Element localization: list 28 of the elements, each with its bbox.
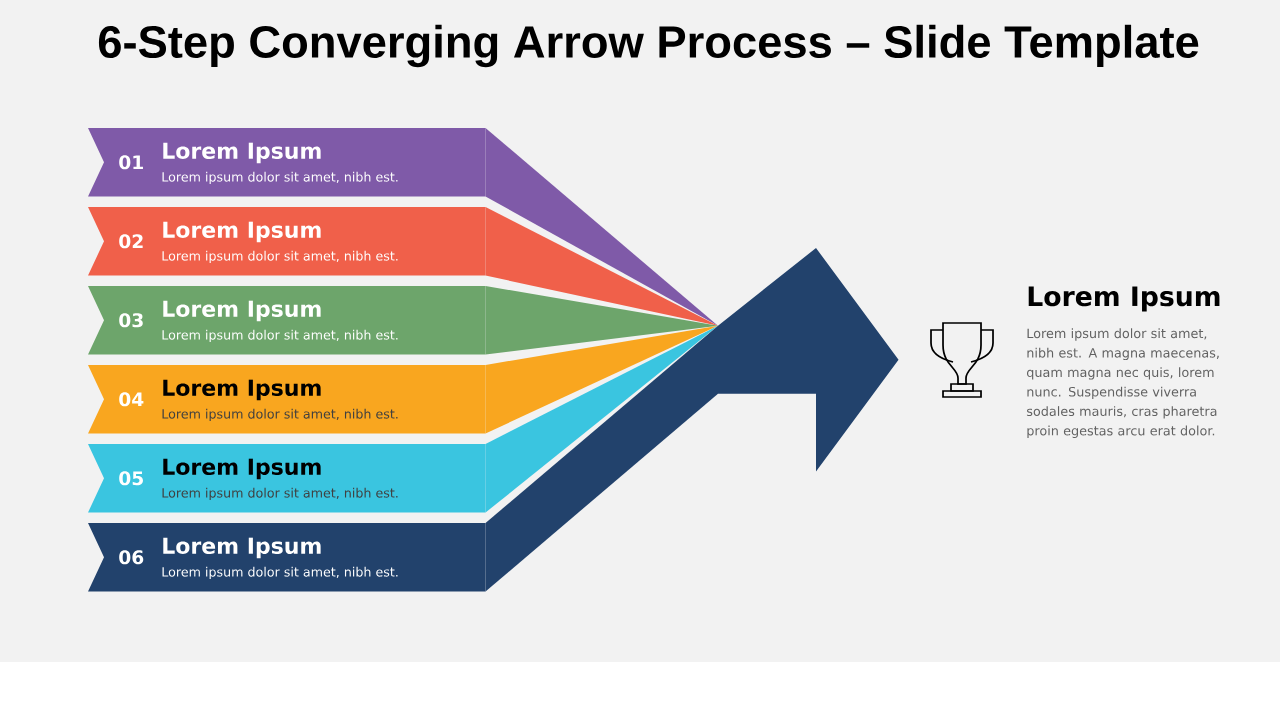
side-heading: Lorem Ipsum (1028, 286, 1220, 312)
step-heading: Lorem Ipsum (163, 537, 321, 559)
converging-tail (485, 325, 718, 434)
big-arrow (718, 248, 899, 472)
converging-tail (485, 325, 718, 592)
converging-tail (485, 128, 718, 326)
step-heading: Lorem Ipsum (163, 458, 321, 480)
step-number: 01 (119, 155, 143, 170)
step-heading: Lorem Ipsum (163, 379, 321, 401)
step-number: 05 (119, 471, 143, 486)
converging-tail (485, 207, 718, 326)
converging-tail (485, 286, 718, 355)
step-description: Lorem ipsum dolor sit amet, nibh est. (162, 408, 398, 422)
step-number: 03 (119, 313, 143, 328)
step-description: Lorem ipsum dolor sit amet, nibh est. (162, 566, 398, 580)
step-description: Lorem ipsum dolor sit amet, nibh est. (162, 487, 398, 501)
step-description: Lorem ipsum dolor sit amet, nibh est. (162, 250, 398, 264)
step-heading: Lorem Ipsum (163, 300, 321, 322)
slide-title: 6-Step Converging Arrow Process – Slide Template (98, 24, 1199, 68)
step-heading: Lorem Ipsum (163, 142, 321, 164)
step-number: 06 (119, 550, 144, 565)
step-heading: Lorem Ipsum (163, 221, 321, 243)
step-description: Lorem ipsum dolor sit amet, nibh est. (162, 171, 398, 185)
step-number: 04 (119, 392, 144, 407)
step-description: Lorem ipsum dolor sit amet, nibh est. (162, 329, 398, 343)
side-description: Lorem ipsum dolor sit amet, nibh est. A magna maecenas, quam magna nec quis, lorem nunc. Suspendisse viverra sodales mauris, cras pharetra proin egestas arcu erat dolor. (1026, 328, 1219, 438)
converging-tail (485, 325, 718, 513)
step-number: 02 (119, 234, 143, 249)
